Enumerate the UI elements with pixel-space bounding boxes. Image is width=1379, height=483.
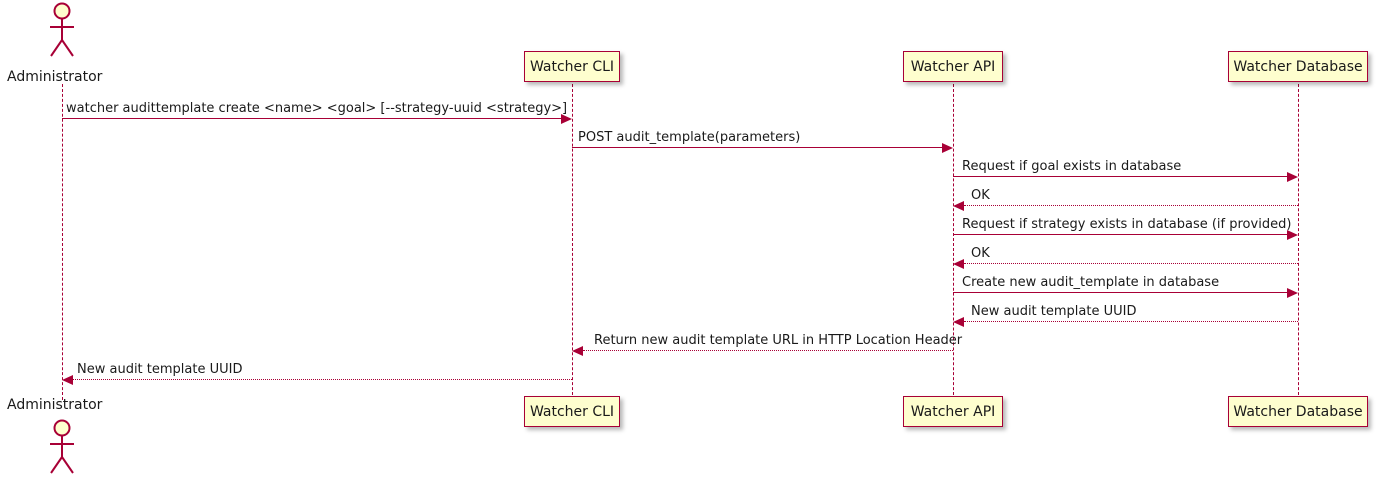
message-arrowhead-2 bbox=[942, 142, 953, 153]
participant-watcher-cli-top[interactable]: Watcher CLI bbox=[524, 51, 620, 82]
participant-label-watcher-api-top: Watcher API bbox=[910, 58, 996, 75]
message-line-6 bbox=[964, 263, 1298, 264]
message-label-10: New audit template UUID bbox=[77, 362, 243, 377]
participant-label-administrator-top: Administrator bbox=[7, 69, 103, 85]
message-label-9: Return new audit template URL in HTTP Lo… bbox=[594, 333, 963, 348]
message-line-1 bbox=[62, 118, 565, 119]
message-line-3 bbox=[953, 176, 1291, 177]
lifeline-watcher-cli bbox=[572, 84, 573, 400]
message-line-2 bbox=[572, 147, 946, 148]
lifeline-watcher-database bbox=[1298, 84, 1299, 400]
participant-label-watcher-database-top: Watcher Database bbox=[1233, 58, 1363, 75]
message-label-7: Create new audit_template in database bbox=[962, 275, 1220, 290]
participant-watcher-database-top[interactable]: Watcher Database bbox=[1228, 51, 1368, 82]
message-label-3: Request if goal exists in database bbox=[962, 159, 1182, 174]
message-arrowhead-7 bbox=[1287, 287, 1298, 298]
message-arrowhead-8 bbox=[953, 316, 964, 327]
lifeline-watcher-api bbox=[953, 84, 954, 400]
participant-watcher-cli-bottom[interactable]: Watcher CLI bbox=[524, 396, 620, 427]
message-arrowhead-1 bbox=[561, 113, 572, 124]
message-arrowhead-5 bbox=[1287, 229, 1298, 240]
message-line-5 bbox=[953, 234, 1291, 235]
message-line-10 bbox=[73, 379, 572, 380]
message-label-1: watcher audittemplate create <name> <goa… bbox=[66, 101, 568, 116]
actor-administrator-bottom bbox=[42, 419, 82, 479]
participant-watcher-api-top[interactable]: Watcher API bbox=[903, 51, 1003, 82]
message-arrowhead-6 bbox=[953, 258, 964, 269]
message-label-4: OK bbox=[971, 188, 990, 203]
participant-watcher-database-bottom[interactable]: Watcher Database bbox=[1228, 396, 1368, 427]
participant-label-administrator-bottom: Administrator bbox=[7, 397, 103, 413]
message-label-8: New audit template UUID bbox=[971, 304, 1137, 319]
message-line-7 bbox=[953, 292, 1291, 293]
message-arrowhead-3 bbox=[1287, 171, 1298, 182]
actor-administrator-top bbox=[42, 2, 82, 62]
message-label-6: OK bbox=[971, 246, 990, 261]
participant-watcher-api-bottom[interactable]: Watcher API bbox=[903, 396, 1003, 427]
message-line-8 bbox=[964, 321, 1298, 322]
participant-label-watcher-cli-top: Watcher CLI bbox=[529, 58, 615, 75]
participant-label-watcher-api-bottom: Watcher API bbox=[910, 403, 996, 420]
message-arrowhead-4 bbox=[953, 200, 964, 211]
participant-label-watcher-database-bottom: Watcher Database bbox=[1233, 403, 1363, 420]
message-arrowhead-10 bbox=[62, 374, 73, 385]
lifeline-administrator bbox=[62, 84, 63, 400]
message-line-4 bbox=[964, 205, 1298, 206]
message-arrowhead-9 bbox=[572, 345, 583, 356]
participant-label-watcher-cli-bottom: Watcher CLI bbox=[529, 403, 615, 420]
message-label-2: POST audit_template(parameters) bbox=[578, 130, 801, 145]
message-label-5: Request if strategy exists in database (… bbox=[962, 217, 1292, 232]
message-line-9 bbox=[583, 350, 953, 351]
